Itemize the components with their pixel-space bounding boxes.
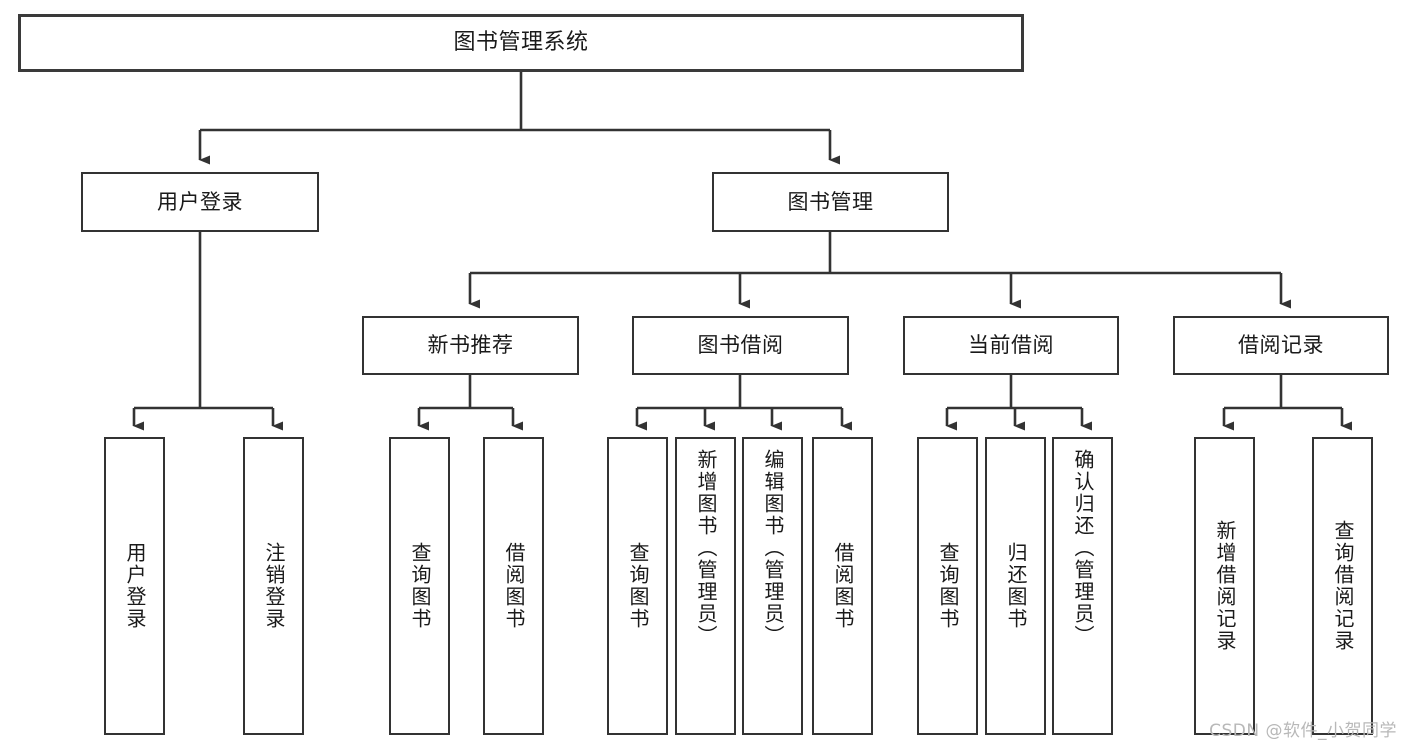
edges-currentborrow-to-leaves — [945, 375, 1092, 431]
edges-bookmanage-to-level3 — [468, 232, 1291, 309]
node-leaf-return-book[interactable]: 归还图书 — [985, 437, 1046, 735]
node-label: 借阅图书 — [502, 542, 526, 630]
node-leaf-query-book-1[interactable]: 查询图书 — [389, 437, 450, 735]
node-label: 查询图书 — [408, 542, 432, 630]
node-leaf-add-book[interactable]: 新增图书（管理员） — [675, 437, 736, 735]
node-new-book-recommend[interactable]: 新书推荐 — [362, 316, 579, 375]
node-label: 新增借阅记录 — [1213, 520, 1237, 652]
node-label: 查询借阅记录 — [1331, 520, 1355, 652]
node-label: 图书借阅 — [697, 333, 784, 358]
edges-userlogin-to-leaves — [132, 232, 283, 431]
node-label: 归还图书 — [1004, 542, 1028, 630]
node-label: 编辑图书（管理员） — [761, 449, 785, 647]
node-leaf-query-book-2[interactable]: 查询图书 — [607, 437, 668, 735]
node-borrow-record[interactable]: 借阅记录 — [1173, 316, 1389, 375]
edges-newbook-to-leaves — [417, 375, 523, 431]
node-user-login[interactable]: 用户登录 — [81, 172, 319, 232]
edges-bookborrow-to-leaves — [635, 375, 852, 431]
node-label: 确认归还（管理员） — [1071, 449, 1095, 647]
node-label: 新增图书（管理员） — [694, 449, 718, 647]
node-label: 用户登录 — [123, 542, 147, 630]
node-label: 借阅图书 — [831, 542, 855, 630]
node-leaf-query-book-3[interactable]: 查询图书 — [917, 437, 978, 735]
node-leaf-add-record[interactable]: 新增借阅记录 — [1194, 437, 1255, 735]
node-label: 查询图书 — [936, 542, 960, 630]
edges-borrowrecord-to-leaves — [1222, 375, 1352, 431]
node-label: 借阅记录 — [1238, 333, 1324, 358]
node-leaf-logout[interactable]: 注销登录 — [243, 437, 304, 735]
node-label: 图书管理系统 — [453, 30, 589, 56]
node-label: 查询图书 — [626, 542, 650, 630]
node-book-manage[interactable]: 图书管理 — [712, 172, 949, 232]
node-leaf-borrow-book-1[interactable]: 借阅图书 — [483, 437, 544, 735]
node-leaf-borrow-book-2[interactable]: 借阅图书 — [812, 437, 873, 735]
node-leaf-edit-book[interactable]: 编辑图书（管理员） — [742, 437, 803, 735]
node-book-borrow[interactable]: 图书借阅 — [632, 316, 849, 375]
node-label: 图书管理 — [787, 189, 874, 214]
node-label: 用户登录 — [157, 189, 243, 214]
csdn-watermark: CSDN @软件_小贺同学 — [1209, 721, 1397, 741]
node-label: 新书推荐 — [427, 333, 514, 358]
node-current-borrow[interactable]: 当前借阅 — [903, 316, 1119, 375]
edges-root-to-level2 — [198, 72, 840, 165]
node-label: 当前借阅 — [968, 333, 1054, 358]
node-root-system[interactable]: 图书管理系统 — [18, 14, 1024, 72]
node-leaf-confirm-return[interactable]: 确认归还（管理员） — [1052, 437, 1113, 735]
node-leaf-user-login[interactable]: 用户登录 — [104, 437, 165, 735]
node-label: 注销登录 — [262, 542, 286, 630]
node-leaf-query-record[interactable]: 查询借阅记录 — [1312, 437, 1373, 735]
